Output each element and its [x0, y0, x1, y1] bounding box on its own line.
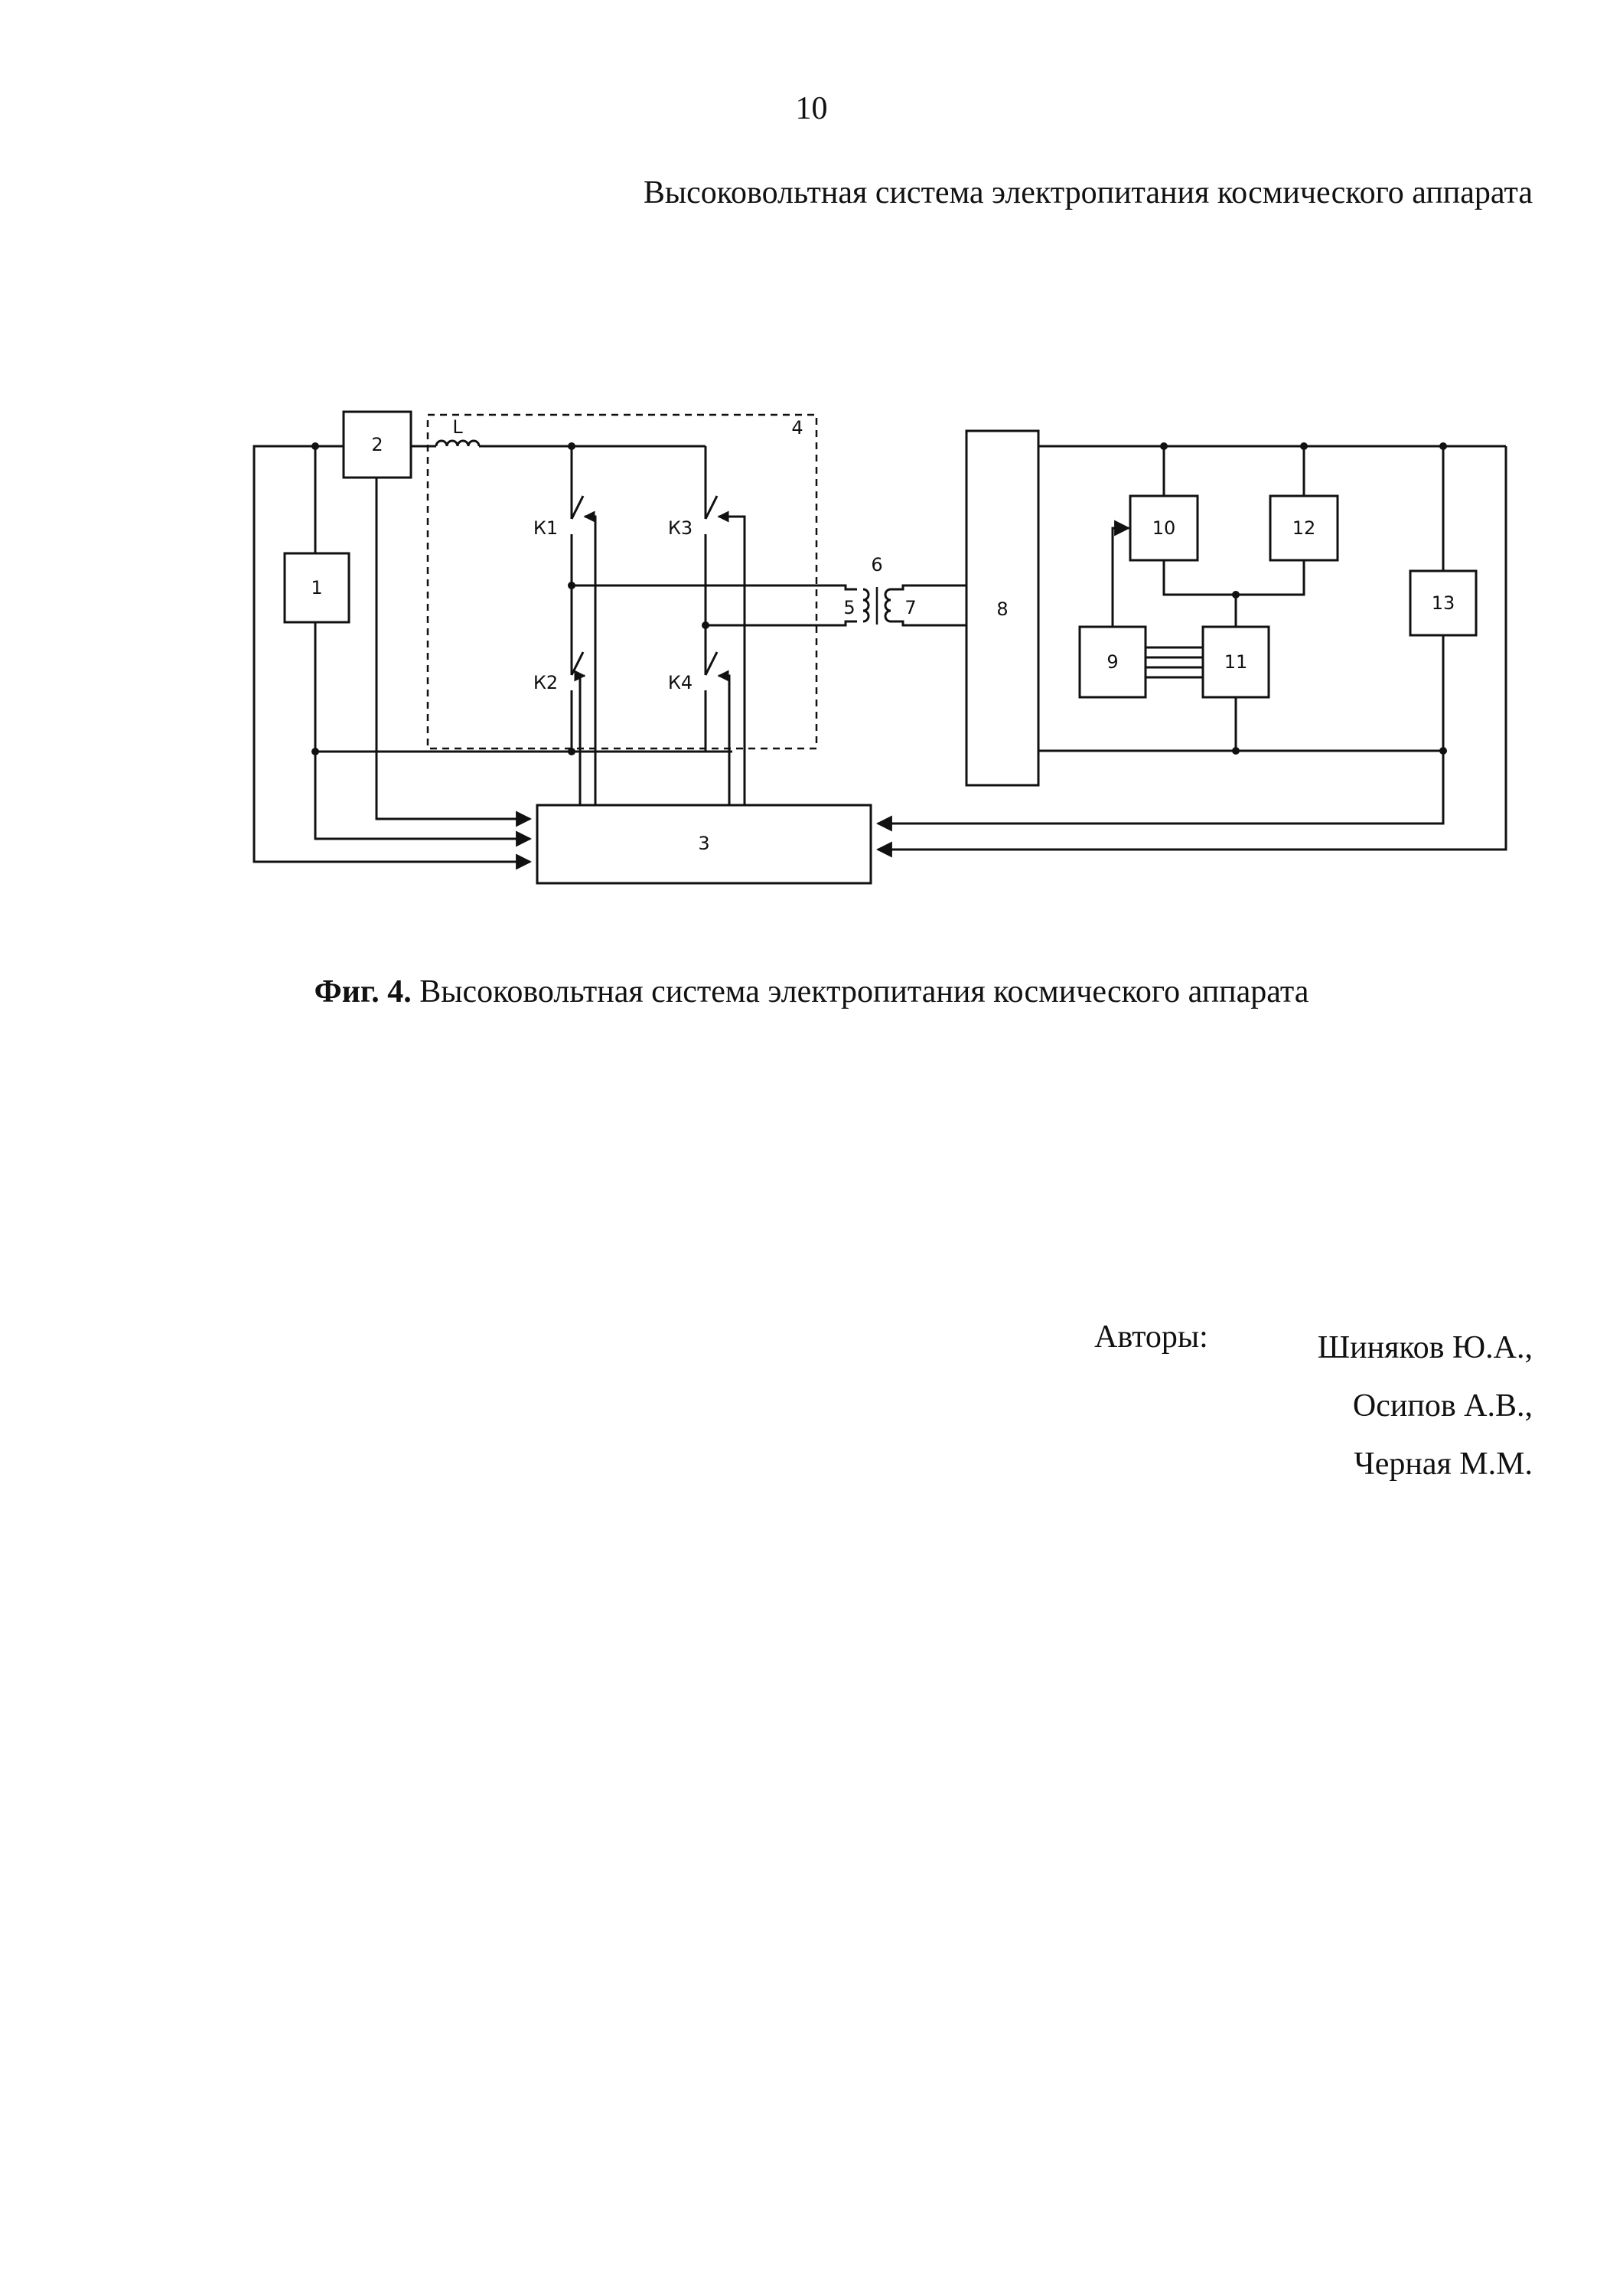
block-1 — [283, 552, 350, 624]
control-k2 — [574, 670, 586, 805]
author-name: Осипов А.В., — [1352, 1388, 1533, 1424]
label-key-k1: К1 — [533, 517, 558, 539]
switch-k3-blade — [704, 495, 719, 520]
label-block-1: 1 — [311, 577, 322, 598]
wire-block2-to-block3 — [375, 478, 533, 827]
transformer-primary-winding — [862, 588, 870, 623]
circuit-diagram: 2 1 3 4 L К1 К2 К3 К4 5 6 7 8 9 10 11 12… — [253, 410, 1507, 885]
label-inductor-L: L — [452, 416, 463, 438]
switch-k4-blade — [704, 651, 719, 676]
wire-left-outer — [253, 445, 533, 870]
wire-block9-to-block10 — [1111, 520, 1131, 627]
page-number: 10 — [795, 91, 828, 126]
label-block-2: 2 — [371, 434, 383, 455]
transformer-secondary-winding — [884, 588, 891, 623]
label-transformer-6: 6 — [871, 554, 882, 576]
label-block-8: 8 — [996, 598, 1008, 620]
label-key-k2: К2 — [533, 672, 558, 693]
document-title: Высоковольтная система электропитания ко… — [643, 175, 1533, 210]
junction-dots — [311, 442, 1447, 755]
label-winding-7: 7 — [904, 597, 916, 618]
control-k3 — [717, 510, 746, 805]
figure-caption-text: Высоковольтная система электропитания ко… — [411, 974, 1309, 1009]
wire-mid-left — [572, 584, 857, 591]
authors-list: Шиняков Ю.А., Осипов А.В., Черная М.М. — [1318, 1319, 1533, 1493]
label-block-11: 11 — [1224, 651, 1248, 673]
label-block-3: 3 — [698, 833, 709, 854]
block-3 — [536, 804, 872, 885]
label-block-10: 10 — [1152, 517, 1176, 539]
switch-k1-blade — [570, 495, 585, 520]
wire-output-to-block3 — [875, 446, 1507, 858]
label-block-9: 9 — [1106, 651, 1118, 673]
switch-k2-blade — [570, 651, 585, 676]
control-k4 — [717, 670, 731, 805]
wire-block13-to-block3 — [875, 751, 1445, 832]
control-k1 — [583, 510, 597, 805]
label-winding-5: 5 — [843, 597, 855, 618]
label-key-k4: К4 — [668, 672, 693, 693]
author-name: Шиняков Ю.А., — [1317, 1330, 1533, 1365]
label-block-12: 12 — [1292, 517, 1316, 539]
inductor-L — [435, 439, 481, 447]
label-block-13: 13 — [1432, 592, 1455, 614]
figure-caption-prefix: Фиг. 4. — [314, 974, 412, 1009]
wire-block1-to-block3 — [314, 622, 533, 847]
author-name: Черная М.М. — [1354, 1446, 1533, 1482]
block-4-outline — [426, 413, 818, 750]
wire-mid-right — [706, 620, 857, 627]
figure-caption: Фиг. 4. Высоковольтная система электропи… — [0, 974, 1623, 1010]
label-block-4: 4 — [791, 417, 803, 439]
block-8 — [965, 429, 1040, 787]
authors-label: Авторы: — [1094, 1319, 1208, 1355]
label-key-k3: К3 — [668, 517, 693, 539]
